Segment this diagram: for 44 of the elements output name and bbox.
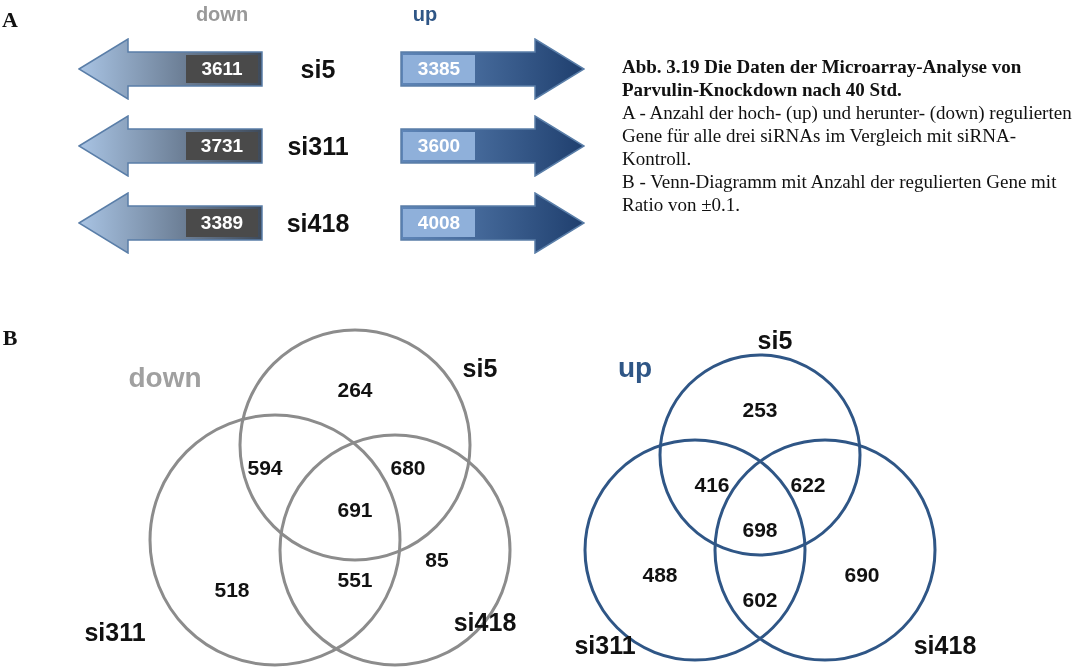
arrow-shape <box>400 192 585 254</box>
caption-text: B - Venn-Diagramm mit Anzahl der regulierten Gene mit Ratio von ±0.1. <box>622 170 1058 216</box>
count-value: 3389 <box>200 212 244 234</box>
arrow-shape <box>78 192 263 254</box>
count-value: 602 <box>742 588 778 612</box>
arrow-shape <box>78 38 263 100</box>
count-value: 3385 <box>417 58 461 80</box>
set-label: si418 <box>913 630 977 660</box>
count-value: 698 <box>742 518 778 542</box>
count-value: 416 <box>694 473 730 497</box>
panel-letter: B <box>2 325 18 351</box>
count-value: 691 <box>337 498 373 522</box>
arrow-shape <box>78 115 263 177</box>
count-value: 3600 <box>417 135 461 157</box>
count-value: 3611 <box>201 58 243 80</box>
count-value: 622 <box>790 473 826 497</box>
count-value: 3731 <box>200 135 244 157</box>
caption-text: A - Anzahl der hoch- (up) und herunter- (down) regulierten Gene für alle drei siRNAs im Vergleich mit siRNA-Kontroll. <box>622 101 1073 170</box>
column-heading: up <box>412 2 438 26</box>
arrow-shape <box>400 115 585 177</box>
set-label: si5 <box>757 325 793 355</box>
row-label: si5 <box>300 54 336 84</box>
set-label: si5 <box>462 353 498 383</box>
count-value: 488 <box>642 563 678 587</box>
row-label: si311 <box>287 131 349 161</box>
count-value: 518 <box>214 578 250 602</box>
set-label: si418 <box>453 607 517 637</box>
row-label: si418 <box>286 208 350 238</box>
count-value: 690 <box>844 563 880 587</box>
count-value: 551 <box>337 568 373 592</box>
caption-title: Abb. 3.19 Die Daten der Microarray-Analyse von Parvulin-Knockdown nach 40 Std. <box>622 55 1023 101</box>
count-value: 253 <box>742 398 778 422</box>
count-value: 85 <box>425 548 449 572</box>
count-value: 680 <box>390 456 426 480</box>
count-value: 594 <box>247 456 283 480</box>
count-value: 264 <box>337 378 373 402</box>
count-value: 4008 <box>417 212 461 234</box>
set-label: si311 <box>574 630 636 660</box>
chart-heading: up <box>617 352 653 384</box>
arrow-shape <box>400 38 585 100</box>
set-label: si311 <box>84 617 146 647</box>
panel-letter: A <box>2 7 18 33</box>
chart-heading: down <box>128 362 202 394</box>
column-heading: down <box>195 2 249 26</box>
